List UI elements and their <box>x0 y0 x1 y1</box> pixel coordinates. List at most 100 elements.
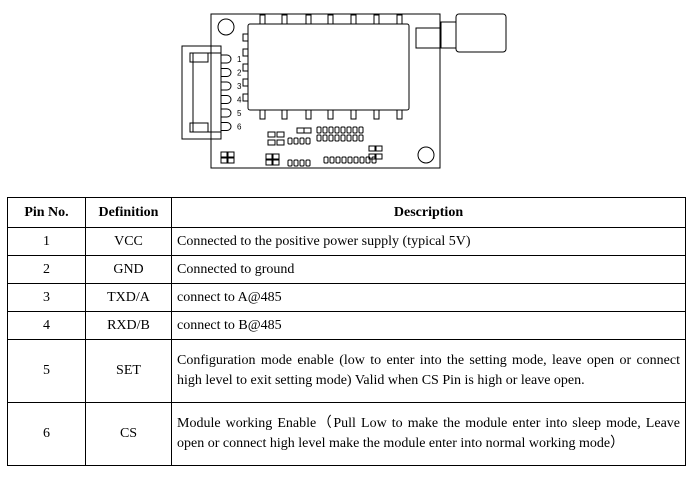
shield-tab <box>305 109 312 120</box>
mounting-hole-bottom-right <box>417 146 435 164</box>
pin-label: 4 <box>237 96 242 105</box>
shield-tab <box>305 14 312 25</box>
pin-description: Connected to ground <box>171 255 686 284</box>
ic-pad <box>316 126 322 134</box>
table-row: 4 RXD/B connect to B@485 <box>7 311 686 340</box>
table-header-row: Pin No. Definition Description <box>7 197 686 228</box>
shield-tab <box>327 109 334 120</box>
pin-description: connect to A@485 <box>171 283 686 312</box>
mounting-hole-top-left <box>217 18 235 36</box>
pin-label: 6 <box>237 123 242 132</box>
shield-tab <box>242 78 249 87</box>
ic-pad <box>329 156 335 164</box>
ic-pad <box>365 156 371 164</box>
shield-tab <box>242 93 249 102</box>
shield-tab <box>281 109 288 120</box>
ic-pad <box>359 156 365 164</box>
ic-pad <box>287 159 293 167</box>
pin-label: 1 <box>237 55 242 64</box>
shield-tab <box>396 14 403 25</box>
shield-tab <box>373 14 380 25</box>
ic-pad <box>293 137 299 145</box>
shield-tab <box>281 14 288 25</box>
ic-pad <box>293 159 299 167</box>
ic-pad <box>346 126 352 134</box>
table-row: 6 CS Module working Enable（Pull Low to m… <box>7 402 686 466</box>
table-row: 3 TXD/A connect to A@485 <box>7 283 686 312</box>
pin-header-inner <box>192 52 222 133</box>
ic-pad <box>322 134 328 142</box>
shield-tab <box>242 33 249 42</box>
pin-definition: SET <box>85 339 172 403</box>
header-pin <box>220 54 232 64</box>
ic-pad <box>353 156 359 164</box>
ic-pad <box>299 159 305 167</box>
header-description: Description <box>171 197 686 228</box>
ic-pad <box>328 126 334 134</box>
pin-definition: VCC <box>85 227 172 256</box>
ic-pad <box>358 134 364 142</box>
pin-definition: CS <box>85 402 172 466</box>
pin-header-housing <box>181 45 222 140</box>
shield-tab <box>242 63 249 72</box>
ic-pad <box>335 156 341 164</box>
shield-can <box>247 23 410 111</box>
pin-number: 5 <box>7 339 86 403</box>
shield-tab <box>350 14 357 25</box>
shield-tab <box>327 14 334 25</box>
shield-tab <box>259 109 266 120</box>
table-row: 2 GND Connected to ground <box>7 255 686 284</box>
table-row: 5 SET Configuration mode enable (low to … <box>7 339 686 403</box>
pin-description: connect to B@485 <box>171 311 686 340</box>
ic-pad <box>346 134 352 142</box>
pin-definition: GND <box>85 255 172 284</box>
shield-tab <box>396 109 403 120</box>
ic-pad <box>323 156 329 164</box>
ic-pad <box>340 134 346 142</box>
header-pin <box>220 68 232 77</box>
pin-number: 4 <box>7 311 86 340</box>
pin-number: 3 <box>7 283 86 312</box>
header-pin <box>220 108 232 118</box>
pin-number: 6 <box>7 402 86 466</box>
pin-definition: RXD/B <box>85 311 172 340</box>
pin-definition: TXD/A <box>85 283 172 312</box>
pin-description: Module working Enable（Pull Low to make t… <box>171 402 686 466</box>
pin-definition-table: Pin No. Definition Description 1 VCC Con… <box>7 197 686 466</box>
ic-pad <box>371 156 377 164</box>
ic-pad <box>334 134 340 142</box>
ic-pad <box>316 134 322 142</box>
module-outline-diagram: 1 2 3 4 5 6 <box>181 13 507 169</box>
ic-pad <box>305 137 311 145</box>
ic-pad <box>287 137 293 145</box>
shield-tab <box>373 109 380 120</box>
ic-pad <box>347 156 353 164</box>
header-pin <box>220 81 232 91</box>
ic-pad <box>352 134 358 142</box>
table-row: 1 VCC Connected to the positive power su… <box>7 227 686 256</box>
pin-description: Configuration mode enable (low to enter … <box>171 339 686 403</box>
pin-label: 5 <box>237 109 242 118</box>
antenna-mount <box>415 27 442 49</box>
pin-number: 1 <box>7 227 86 256</box>
ic-pad <box>341 156 347 164</box>
ic-pad <box>299 137 305 145</box>
pin-label: 2 <box>237 69 242 78</box>
shield-tab <box>259 14 266 25</box>
header-pin-no: Pin No. <box>7 197 86 228</box>
shield-tab <box>242 48 249 57</box>
ic-pad <box>334 126 340 134</box>
ic-pad <box>305 159 311 167</box>
ic-pad <box>340 126 346 134</box>
ic-pad <box>358 126 364 134</box>
pin-description: Connected to the positive power supply (… <box>171 227 686 256</box>
ic-pad <box>322 126 328 134</box>
header-definition: Definition <box>85 197 172 228</box>
pin-label: 3 <box>237 82 242 91</box>
ic-pad <box>352 126 358 134</box>
antenna-sma-connector <box>455 13 507 53</box>
header-pin <box>220 95 232 104</box>
pcb-outline <box>210 13 441 169</box>
shield-tab <box>350 109 357 120</box>
ic-pad <box>328 134 334 142</box>
